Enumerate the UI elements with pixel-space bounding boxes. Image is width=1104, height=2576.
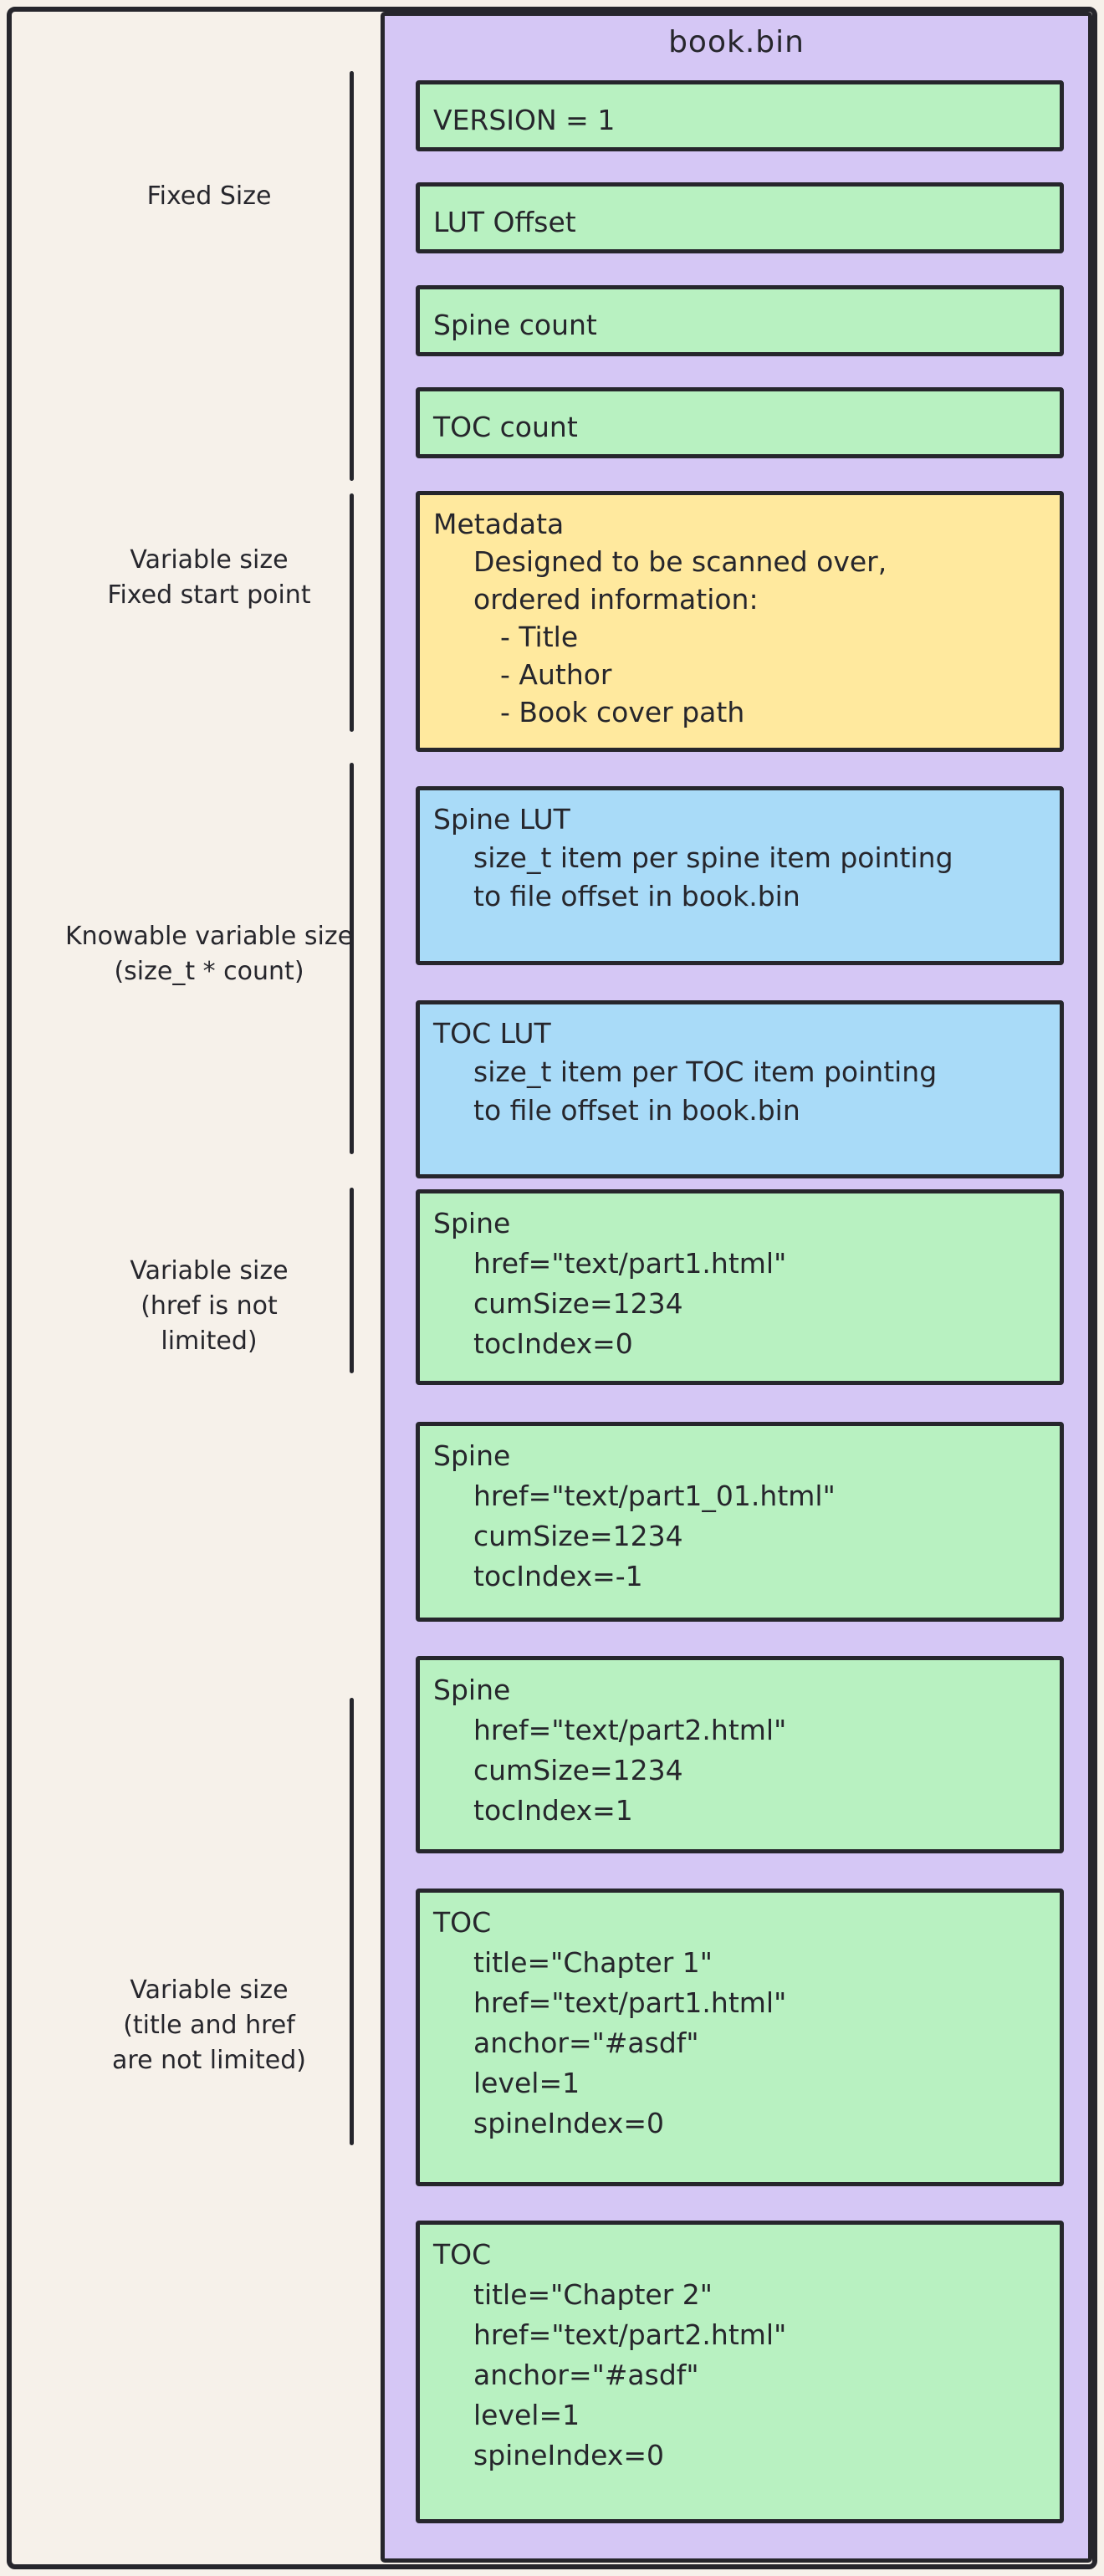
block-line: href="text/part1_01.html"	[473, 1480, 836, 1512]
block-line: href="text/part2.html"	[473, 2318, 787, 2351]
block-title: Spine	[433, 1207, 511, 1239]
block-spine-1: Spine href="text/part1.html" cumSize=123…	[416, 1189, 1064, 1385]
block-title: Spine count	[433, 309, 597, 341]
section-label-line: Knowable variable size	[64, 922, 354, 951]
block-line: href="text/part1.html"	[473, 1986, 787, 2019]
block-metadata: Metadata Designed to be scanned over, or…	[416, 491, 1064, 752]
block-toc-2: TOC title="Chapter 2" href="text/part2.h…	[416, 2221, 1064, 2523]
block-title: Spine LUT	[433, 803, 570, 836]
section-label-variable-fixed-start: Variable size Fixed start point	[50, 543, 368, 613]
section-label-line: (href is not	[141, 1291, 278, 1321]
block-line: level=1	[473, 2399, 580, 2431]
block-title: TOC count	[433, 411, 578, 443]
section-bracket	[350, 1698, 354, 2145]
block-line: spineIndex=0	[473, 2439, 665, 2471]
block-lut-offset: LUT Offset	[416, 182, 1064, 253]
section-bracket	[350, 1188, 354, 1373]
section-label-fixed-size: Fixed Size	[50, 179, 368, 214]
section-label-line: Fixed Size	[146, 181, 272, 211]
section-bracket	[350, 71, 354, 481]
section-label-line: limited)	[161, 1326, 258, 1356]
block-line: anchor="#asdf"	[473, 2027, 699, 2059]
section-bracket	[350, 763, 354, 1154]
block-spine-lut: Spine LUT size_t item per spine item poi…	[416, 786, 1064, 965]
block-line: size_t item per TOC item pointing	[473, 1055, 938, 1088]
block-line: Designed to be scanned over,	[473, 545, 887, 578]
block-version: VERSION = 1	[416, 80, 1064, 151]
section-label-line: Fixed start point	[107, 580, 311, 610]
block-line: level=1	[473, 2067, 580, 2099]
block-line: - Author	[500, 658, 612, 691]
block-line: size_t item per spine item pointing	[473, 841, 953, 874]
block-line: href="text/part2.html"	[473, 1714, 787, 1746]
block-title: Spine	[433, 1674, 511, 1706]
section-bracket	[350, 493, 354, 732]
block-line: href="text/part1.html"	[473, 1247, 787, 1280]
block-title: Spine	[433, 1439, 511, 1472]
block-title: LUT Offset	[433, 206, 576, 238]
block-title: TOC	[433, 1906, 492, 1939]
section-label-line: (title and href	[123, 2011, 295, 2040]
block-title: VERSION = 1	[433, 104, 616, 136]
block-line: title="Chapter 2"	[473, 2278, 713, 2311]
outer-frame	[7, 7, 1097, 2569]
block-toc-lut: TOC LUT size_t item per TOC item pointin…	[416, 1000, 1064, 1178]
block-toc-1: TOC title="Chapter 1" href="text/part1.h…	[416, 1889, 1064, 2186]
block-line: spineIndex=0	[473, 2107, 665, 2139]
block-line: - Title	[500, 621, 579, 653]
section-label-knowable-variable: Knowable variable size (size_t * count)	[50, 919, 368, 989]
block-line: anchor="#asdf"	[473, 2359, 699, 2391]
block-line: tocIndex=-1	[473, 1560, 643, 1592]
block-spine-2: Spine href="text/part1_01.html" cumSize=…	[416, 1422, 1064, 1622]
block-line: ordered information:	[473, 583, 759, 616]
block-title: TOC	[433, 2238, 492, 2271]
block-line: tocIndex=0	[473, 1327, 633, 1360]
section-label-line: Variable size	[130, 1256, 289, 1285]
block-title: Metadata	[433, 508, 565, 540]
section-label-line: Variable size	[130, 1975, 289, 2005]
file-title: book.bin	[668, 25, 805, 59]
section-label-line: Variable size	[130, 545, 289, 575]
block-spine-3: Spine href="text/part2.html" cumSize=123…	[416, 1656, 1064, 1853]
block-line: cumSize=1234	[473, 1754, 683, 1786]
block-line: title="Chapter 1"	[473, 1946, 713, 1979]
block-toc-count: TOC count	[416, 387, 1064, 458]
section-label-variable-title-href: Variable size (title and href are not li…	[50, 1973, 368, 2078]
block-line: to file offset in book.bin	[473, 880, 800, 912]
section-label-line: are not limited)	[112, 2046, 306, 2075]
block-spine-count: Spine count	[416, 285, 1064, 356]
block-line: cumSize=1234	[473, 1520, 683, 1552]
block-title: TOC LUT	[433, 1017, 551, 1050]
section-label-line: (size_t * count)	[114, 957, 304, 986]
section-label-variable-href: Variable size (href is not limited)	[50, 1254, 368, 1359]
block-line: tocIndex=1	[473, 1794, 633, 1827]
block-line: to file offset in book.bin	[473, 1094, 800, 1127]
block-line: - Book cover path	[500, 696, 745, 728]
block-line: cumSize=1234	[473, 1287, 683, 1320]
